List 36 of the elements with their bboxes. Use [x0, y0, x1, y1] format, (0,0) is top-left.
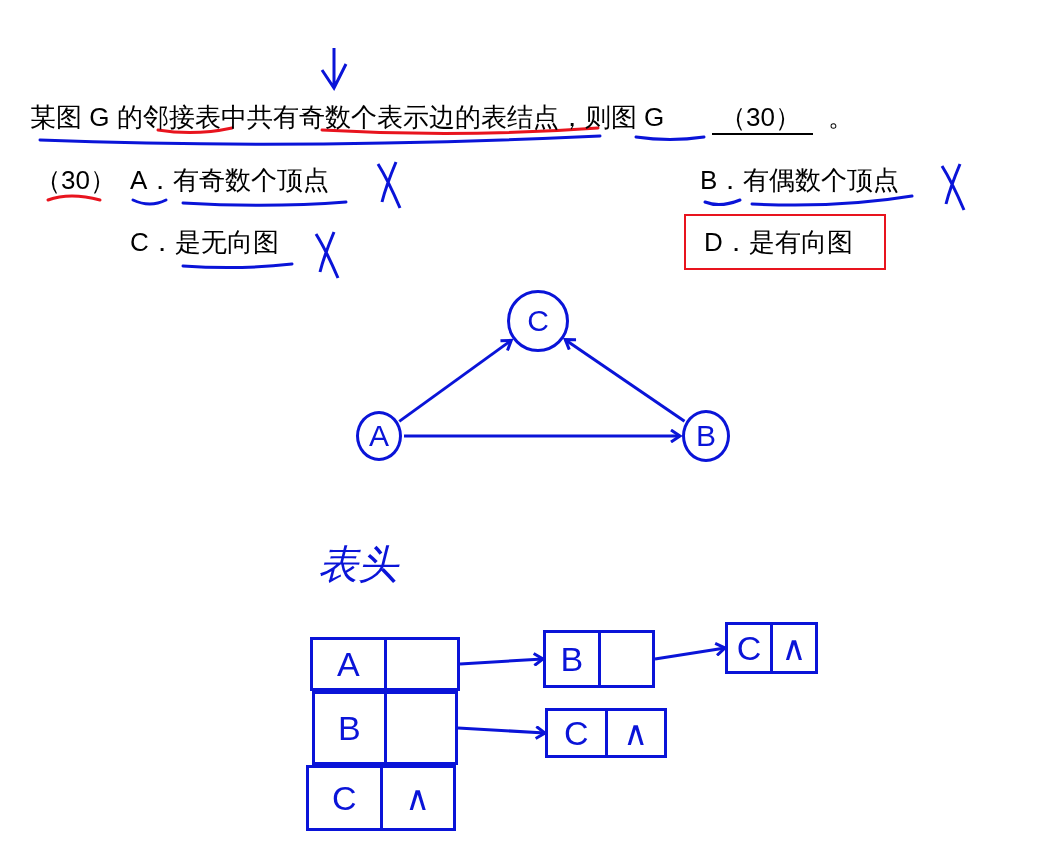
arrow — [654, 641, 727, 661]
vertex-label: A — [369, 419, 389, 453]
vertex-label: B — [696, 419, 716, 453]
option-text: B．有偶数个顶点 — [700, 164, 900, 196]
list-node-box — [306, 765, 456, 831]
list-node-box — [543, 630, 655, 688]
question-text: 某图 G 的邻接表中共有奇数个表示边的表结点，则图 G — [30, 101, 665, 133]
list-node-box — [725, 622, 818, 674]
arrow — [563, 338, 686, 423]
option-text: C．是无向图 — [130, 226, 279, 258]
vertex-label: C — [736, 628, 762, 668]
list-node-box — [310, 637, 460, 691]
vertex-label: C — [331, 778, 357, 818]
vertex-circle — [682, 410, 730, 462]
answer-highlight-box — [684, 214, 886, 270]
fill-in-line: （30） — [712, 101, 813, 135]
null-pointer-symbol: ∧ — [623, 713, 649, 753]
list-node-box — [312, 691, 458, 765]
null-pointer-symbol: ∧ — [781, 628, 807, 668]
vertex-label: C — [527, 304, 549, 338]
arrow — [457, 725, 547, 740]
vertex-circle — [356, 411, 402, 461]
vertex-label: C — [563, 713, 589, 753]
list-node-box — [545, 708, 667, 758]
null-pointer-symbol: ∧ — [405, 778, 431, 818]
vertex-label: B — [337, 708, 361, 748]
arrow — [404, 428, 682, 444]
period-mark: 。 — [828, 101, 854, 133]
option-text: D．是有向图 — [704, 225, 853, 259]
vertex-label: B — [560, 639, 584, 679]
vertex-label: A — [336, 644, 360, 684]
vertex-circle — [507, 290, 569, 352]
question-number: （30） — [35, 164, 116, 196]
arrow — [398, 338, 513, 423]
option-text: A．有奇数个顶点 — [130, 164, 330, 196]
arrow — [459, 652, 545, 668]
